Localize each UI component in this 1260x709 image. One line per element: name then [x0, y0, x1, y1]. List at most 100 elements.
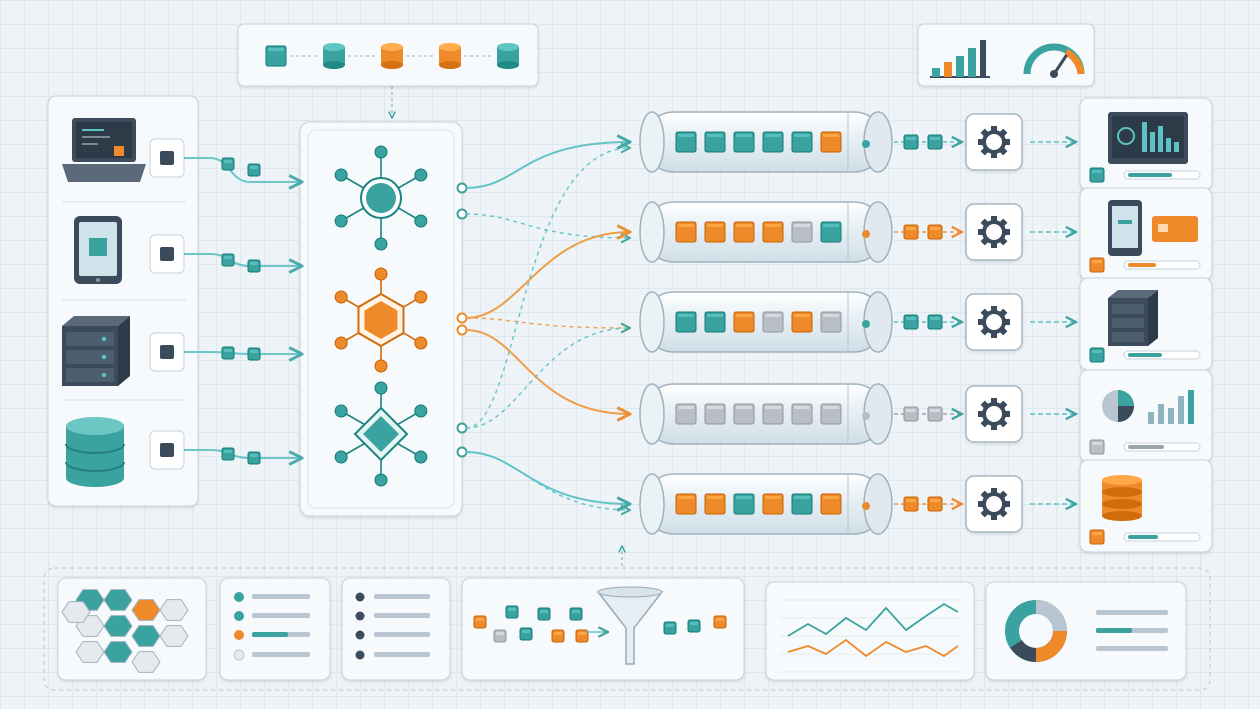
source-port [149, 138, 185, 178]
queue-port [862, 230, 870, 238]
legend-token [381, 43, 403, 69]
queue-message [791, 131, 813, 153]
flow-packet [221, 253, 235, 267]
output-card [1079, 369, 1213, 463]
queue-column [639, 97, 1213, 553]
legend-token [323, 43, 345, 69]
queue-message [704, 403, 726, 425]
router-to-queue-flow [465, 329, 630, 414]
processor-node [965, 385, 1023, 443]
flow-packet [493, 629, 507, 643]
status-bar-fill [1128, 445, 1164, 449]
hub-circle-icon [334, 145, 428, 251]
output-card [1079, 187, 1213, 281]
hub-hexagon-icon [334, 267, 428, 373]
flow-packet [221, 157, 235, 171]
funnel-filter-icon [461, 577, 745, 681]
flow-packet [713, 615, 727, 629]
queue-port [862, 412, 870, 420]
hex-cell [159, 599, 189, 621]
tablet-icon [74, 216, 122, 284]
queue-message [791, 311, 813, 333]
message-queue [639, 97, 1213, 191]
hub-diamond-icon [334, 381, 428, 487]
source-flow [184, 352, 302, 354]
gear-icon [978, 398, 1010, 430]
message-queue [639, 187, 1213, 281]
legend-token [439, 43, 461, 69]
flow-packet [927, 406, 943, 422]
queue-message [820, 403, 842, 425]
gear-icon [978, 488, 1010, 520]
monitor-dashboard-icon [1108, 112, 1188, 164]
legend-token [265, 45, 287, 67]
flow-packet [537, 607, 551, 621]
queue-message [762, 221, 784, 243]
flow-packet [927, 314, 943, 330]
queue-message [762, 131, 784, 153]
gear-icon [978, 306, 1010, 338]
router-output-port [456, 312, 468, 324]
source-port [149, 332, 185, 372]
router-output-port [456, 208, 468, 220]
queue-message [762, 403, 784, 425]
queue-message [762, 493, 784, 515]
router-to-queue-flow [465, 213, 630, 238]
source-flow [184, 157, 302, 182]
flow-packet [927, 134, 943, 150]
flow-packet [519, 627, 533, 641]
output-card [1079, 459, 1213, 553]
checklist-icon [341, 577, 451, 681]
queue-message [733, 131, 755, 153]
flow-packet [903, 224, 919, 240]
queue-port [862, 320, 870, 328]
processor-node [965, 293, 1023, 351]
router-to-queue-flow [465, 451, 630, 510]
server-rack-icon [1108, 290, 1158, 346]
hex-cell [131, 651, 161, 673]
queue-message [820, 131, 842, 153]
flow-connectors [184, 142, 630, 510]
legend-strip [237, 23, 539, 118]
router-to-queue-flow [465, 148, 630, 429]
gauge-icon [1023, 43, 1085, 78]
queue-message [733, 311, 755, 333]
flow-packet [473, 615, 487, 629]
laptop-icon [62, 118, 146, 182]
hex-cell [61, 601, 91, 623]
status-cube [1089, 529, 1105, 545]
output-card [1079, 277, 1213, 371]
hex-cell [103, 641, 133, 663]
queue-message [820, 311, 842, 333]
source-port [149, 234, 185, 274]
flow-packet [903, 406, 919, 422]
queue-message [675, 311, 697, 333]
queue-message [704, 493, 726, 515]
queue-message [704, 221, 726, 243]
queue-message [791, 221, 813, 243]
analytics-strip [43, 546, 1211, 691]
status-bar-fill [1128, 263, 1156, 267]
hex-cell [75, 641, 105, 663]
flow-packet [221, 346, 235, 360]
queue-message [791, 403, 813, 425]
message-queue [639, 369, 1213, 463]
flow-packet [927, 224, 943, 240]
router-to-queue-flow [465, 328, 630, 429]
gear-icon [978, 126, 1010, 158]
flow-packet [663, 621, 677, 635]
flow-packet [575, 629, 589, 643]
queue-port [862, 140, 870, 148]
metrics-widget [917, 23, 1095, 87]
hex-cell [131, 625, 161, 647]
message-queue [639, 277, 1213, 371]
status-bar-fill [1128, 173, 1172, 177]
hex-cell [103, 615, 133, 637]
queue-message [704, 311, 726, 333]
flow-packet [569, 607, 583, 621]
output-card [1079, 97, 1213, 191]
queue-message [675, 403, 697, 425]
processor-node [965, 475, 1023, 533]
gear-icon [978, 216, 1010, 248]
status-cube [1089, 167, 1105, 183]
